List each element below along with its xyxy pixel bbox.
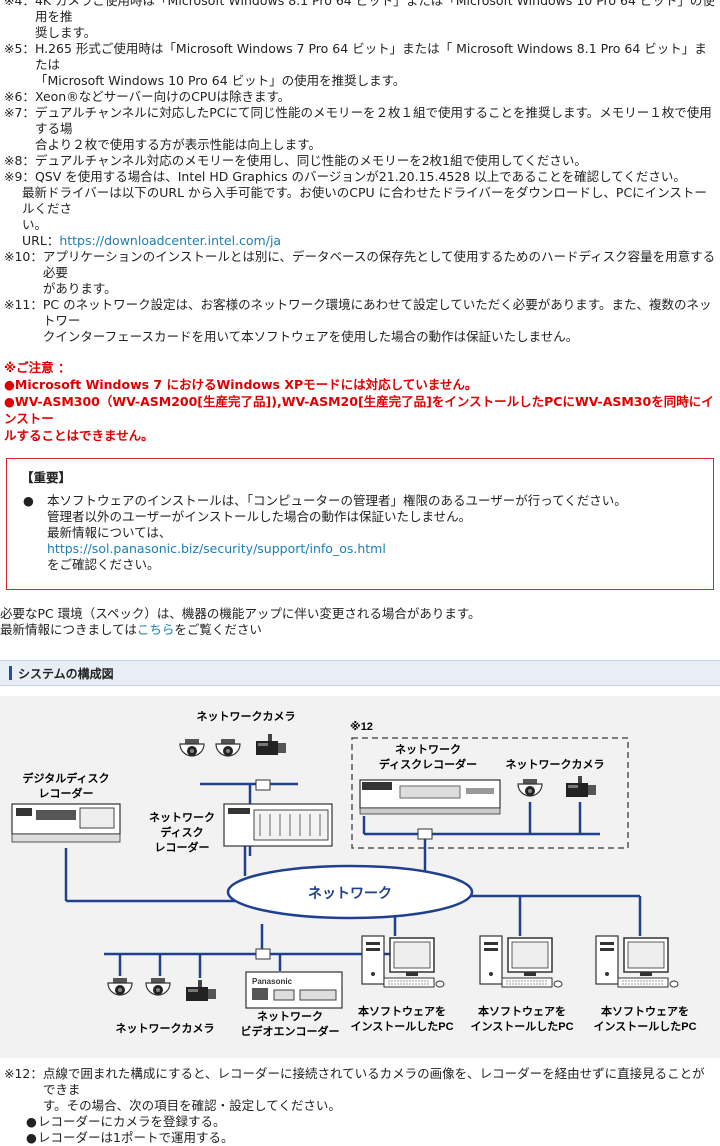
note-text: PC のネットワーク設定は、お客様のネットワーク環境にあわせて設定していただく必… (42, 297, 712, 328)
note-mark: ※4： (4, 0, 35, 8)
hub-icon (255, 948, 271, 960)
pc-label-1: 本ソフトウェアを (478, 1004, 566, 1018)
nvr-mid-label-1: ネットワーク (149, 811, 215, 824)
important-bullet: ● 本ソフトウェアのインストールは、「コンピューターの管理者」権限のあるユーザー… (23, 493, 627, 572)
pc-icon (361, 935, 445, 988)
bullet-icon: ● (23, 493, 34, 508)
note-text-cont: 合より２枚で使用する方が表示性能は向上します。 (34, 137, 321, 152)
bullet-icon: ● (26, 1114, 37, 1129)
pc-label-2: インストールしたPC (350, 1020, 453, 1033)
pc-label-1: 本ソフトウェアを (601, 1004, 689, 1018)
note-7: ※7： デュアルチャンネルに対応したPCにて同じ性能のメモリーを２枚１組で使用す… (4, 105, 716, 153)
note-text: デュアルチャンネルに対応したPCにて同じ性能のメモリーを２枚１組で使用することを… (34, 105, 712, 136)
section-header: システムの構成図 (0, 660, 720, 686)
note-text-cont: があります。 (42, 281, 117, 296)
section-bar (9, 666, 12, 680)
box-camera-icon (566, 776, 596, 797)
note-10: ※10： アプリケーションのインストールとは別に、データベースの保存先として使用… (4, 249, 716, 297)
network-cloud (226, 864, 474, 920)
encoder-label-2: ビデオエンコーダー (241, 1024, 340, 1038)
intel-download-link[interactable]: https://downloadcenter.intel.com/ja (59, 233, 282, 248)
url-label: URL： (22, 233, 60, 248)
network-label: ネットワーク (308, 885, 392, 901)
bullet-icon: ● (26, 1130, 37, 1145)
box-camera-icon (186, 980, 216, 1001)
system-diagram-svg: ネットワーク ネットワークカメラ ※12 ネットワーク ディスクレコーダー ネッ… (11, 710, 697, 1038)
nvr-right-icon (359, 779, 501, 815)
encoder-label-1: ネットワーク (257, 1010, 323, 1023)
caution-line-2-cont: ルすることはできません。 (4, 428, 154, 443)
important-title: 【重要】 (21, 470, 72, 485)
box-camera-icon (256, 734, 286, 755)
hub-icon (417, 828, 433, 840)
latest-info-link[interactable]: こちら (136, 622, 175, 637)
dome-camera-icon (517, 778, 543, 797)
note-text: Xeon®などサーバー向けのCPUは除きます。 (34, 89, 291, 104)
note-mark: ※11： (4, 297, 43, 312)
dashed-config-frame (351, 737, 629, 849)
camera-top-label: ネットワークカメラ (197, 710, 296, 723)
camera-bottom-label: ネットワークカメラ (116, 1022, 215, 1035)
hub-icon (255, 779, 271, 791)
dome-camera-icon (145, 977, 171, 996)
note-12-label: ※12 (350, 721, 373, 733)
caution-line-2: ●WV-ASM300（WV-ASM200[生産完了品]),WV-ASM20[生産… (4, 394, 714, 426)
note-text-cont: 奨します。 (34, 25, 97, 40)
note-text: 4K カメラご使用時は「Microsoft Windows 8.1 Pro 64… (34, 0, 715, 24)
note-text: アプリケーションのインストールとは別に、データベースの保存先として使用するための… (42, 249, 716, 280)
nvr-right-label-1: ネットワーク (395, 743, 461, 756)
note-9-driver: 最新ドライバーは以下のURL から入手可能です。お使いのCPU に合わせたドライ… (22, 185, 707, 248)
note-text-cont: 「Microsoft Windows 10 Pro 64 ビット」の使用を推奨し… (34, 73, 406, 88)
note-6: ※6： Xeon®などサーバー向けのCPUは除きます。 (4, 89, 716, 105)
note-9: ※9： QSV を使用する場合は、Intel HD Graphics のバージョ… (4, 169, 716, 185)
pc-label-2: インストールしたPC (470, 1020, 573, 1033)
note-text: デュアルチャンネル対応のメモリーを使用し、同じ性能のメモリーを2枚1組で使用して… (34, 153, 587, 168)
note-mark: ※12： (4, 1066, 43, 1081)
dome-camera-icon (107, 977, 133, 996)
spec-notes: ※4： 4K カメラご使用時は「Microsoft Windows 8.1 Pr… (0, 0, 720, 345)
dome-camera-icon (179, 738, 205, 757)
section-title: システムの構成図 (18, 666, 114, 681)
note-12: ※12： 点線で囲まれた構成にすると、レコーダーに接続されているカメラの画像を、… (0, 1058, 720, 1146)
caution-block: ※ご注意 ： ●Microsoft Windows 7 におけるWindows … (4, 359, 716, 444)
note-mark: ※6： (4, 89, 35, 104)
note-mark: ※9： (4, 169, 35, 184)
list-item: ●レコーダーは1ポートで運用する。 (26, 1130, 234, 1145)
ddr-label-2: レコーダー (39, 786, 94, 800)
dome-camera-icon (215, 738, 241, 757)
pc-label-2: インストールしたPC (593, 1020, 696, 1033)
nvr-right-label-2: ディスクレコーダー (379, 757, 477, 771)
note-mark: ※7： (4, 105, 35, 120)
caution-title: ※ご注意 ： (4, 360, 71, 375)
note-8: ※8： デュアルチャンネル対応のメモリーを使用し、同じ性能のメモリーを2枚1組で… (4, 153, 716, 169)
ddr-icon (11, 803, 121, 843)
note-mark: ※8： (4, 153, 35, 168)
note-11: ※11： PC のネットワーク設定は、お客様のネットワーク環境にあわせて設定して… (4, 297, 716, 345)
pc-icon (595, 935, 679, 988)
pc-label-1: 本ソフトウェアを (358, 1004, 446, 1018)
note-text-cont: クインターフェースカードを用いて本ソフトウェアを使用した場合の動作は保証いたしま… (42, 329, 579, 344)
nvr-mid-label-2: ディスク (160, 825, 203, 839)
nvr-mid-icon (223, 803, 333, 847)
encoder-icon: Panasonic (245, 971, 343, 1009)
note-mark: ※10： (4, 249, 43, 264)
list-item: ●レコーダーにカメラを登録する。 (26, 1114, 226, 1129)
note-mark: ※5： (4, 41, 35, 56)
encoder-brand: Panasonic (252, 977, 293, 986)
spec-change-note: 必要なPC 環境（スペック）は、機器の機能アップに伴い変更される場合があります。… (0, 606, 481, 637)
nvr-mid-label-3: レコーダー (155, 840, 210, 854)
ddr-label-1: デジタルディスク (22, 771, 109, 785)
note-text: QSV を使用する場合は、Intel HD Graphics のバージョンが21… (34, 169, 686, 184)
important-box: 【重要】 ● 本ソフトウェアのインストールは、「コンピューターの管理者」権限のあ… (6, 458, 714, 590)
note-text: H.265 形式ご使用時は「Microsoft Windows 7 Pro 64… (34, 41, 707, 72)
system-diagram: ネットワーク ネットワークカメラ ※12 ネットワーク ディスクレコーダー ネッ… (0, 696, 720, 1058)
pc-icon (479, 935, 563, 988)
camera-right-label: ネットワークカメラ (506, 758, 605, 771)
caution-line-1: ●Microsoft Windows 7 におけるWindows XPモードには… (4, 377, 478, 392)
note-5: ※5： H.265 形式ご使用時は「Microsoft Windows 7 Pr… (4, 41, 716, 89)
panasonic-info-link[interactable]: https://sol.panasonic.biz/security/suppo… (47, 541, 386, 556)
note-4: ※4： 4K カメラご使用時は「Microsoft Windows 8.1 Pr… (4, 0, 716, 41)
